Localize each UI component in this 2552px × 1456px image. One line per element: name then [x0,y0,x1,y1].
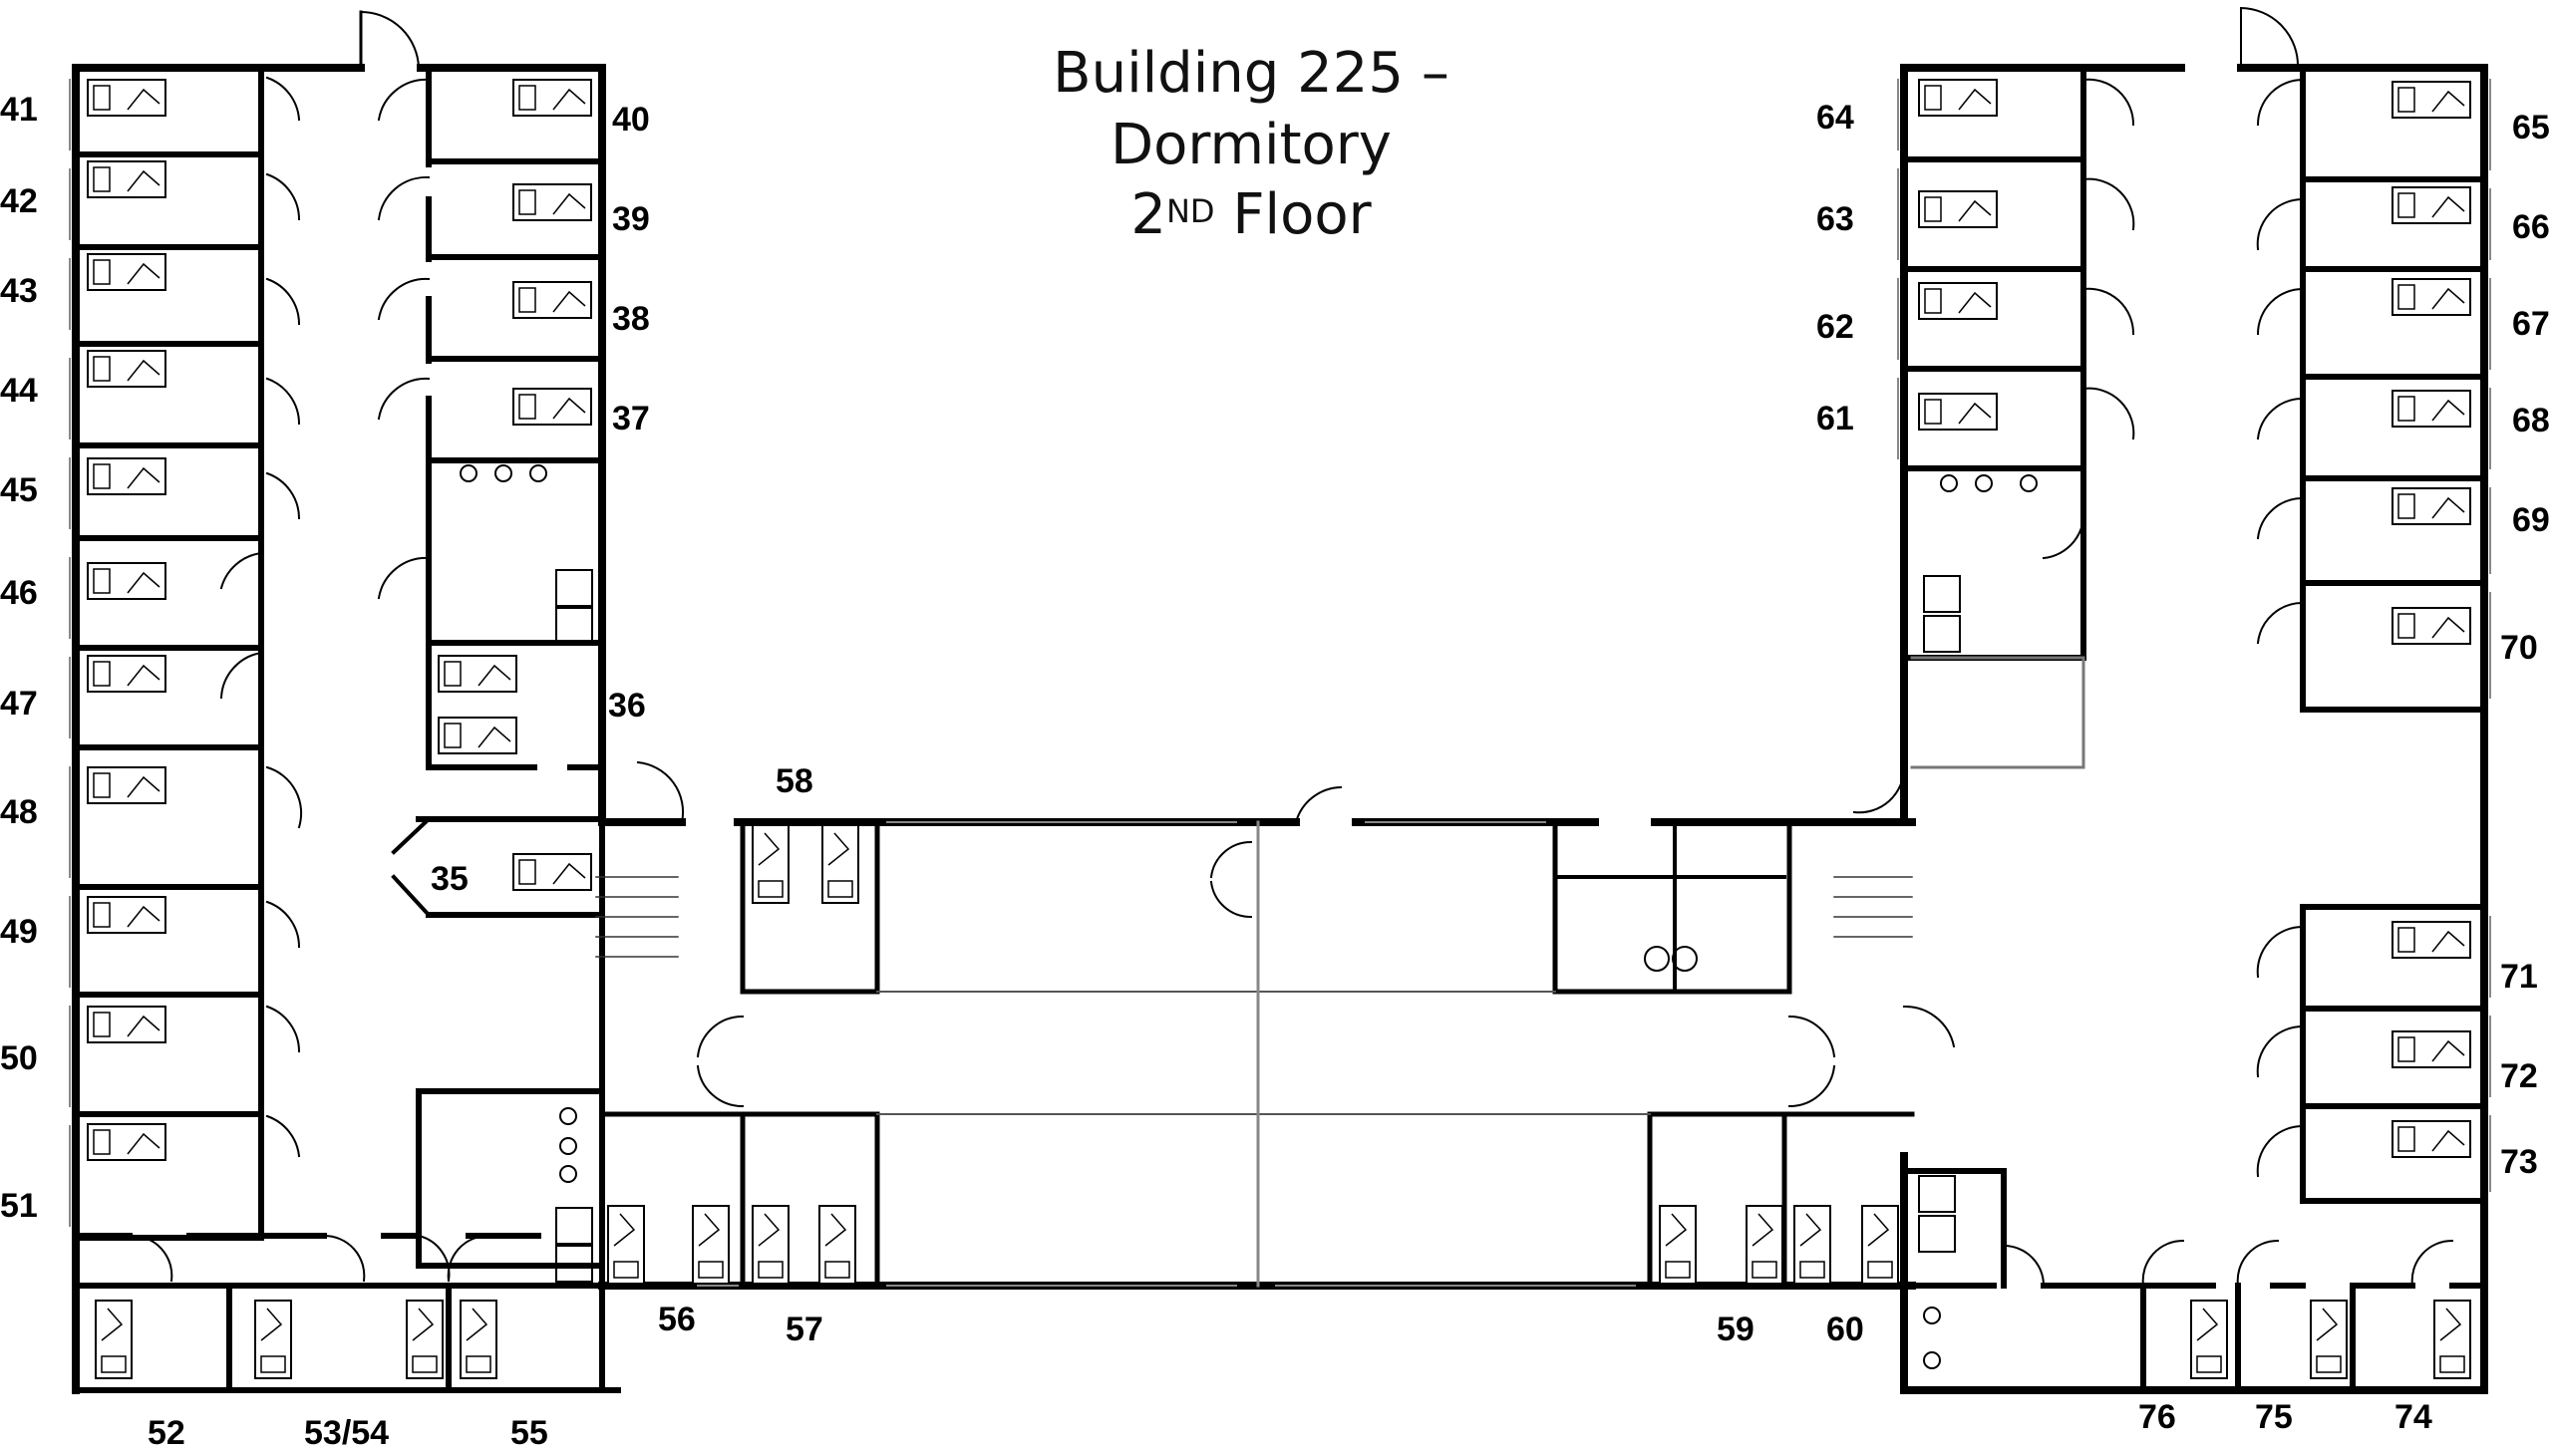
beds [87,79,2471,1379]
room-label-75: 75 [2255,1398,2293,1436]
room-label-55: 55 [510,1414,548,1452]
room-label-49: 49 [0,913,38,951]
room-label-60: 60 [1826,1310,1864,1348]
room-label-46: 46 [0,574,38,612]
room-label-41: 41 [0,91,38,129]
room-label-59: 59 [1717,1310,1754,1348]
room-label-72: 72 [2500,1057,2538,1095]
room-label-51: 51 [0,1187,38,1225]
room-label-70: 70 [2500,629,2538,667]
room-label-38: 38 [612,300,650,338]
room-label-71: 71 [2500,958,2538,996]
right-wing [1852,6,2491,1394]
room-label-45: 45 [0,471,38,509]
room-label-40: 40 [612,101,650,139]
title-floor-word: Floor [1214,182,1372,247]
room-label-69: 69 [2512,501,2550,539]
room-label-53-54: 53/54 [304,1414,390,1452]
room-label-66: 66 [2512,208,2550,246]
room-label-42: 42 [0,182,38,220]
room-label-76: 76 [2138,1398,2176,1436]
title-floor-suffix: ND [1165,192,1215,230]
room-label-62: 62 [1816,308,1854,346]
room-label-73: 73 [2500,1143,2538,1181]
center-block [595,760,1916,1290]
room-label-52: 52 [148,1414,185,1452]
room-label-61: 61 [1816,400,1854,437]
room-label-43: 43 [0,272,38,310]
room-label-65: 65 [2512,109,2550,146]
room-label-67: 67 [2512,305,2550,343]
title-line-1: Building 225 – [1053,41,1449,106]
room-label-56: 56 [658,1301,696,1338]
room-label-74: 74 [2394,1398,2432,1436]
room-label-47: 47 [0,685,38,723]
title-floor-number: 2 [1130,182,1166,247]
room-label-57: 57 [786,1310,823,1348]
title-line-3: 2ND Floor [997,179,1505,251]
room-label-44: 44 [0,372,38,410]
room-label-50: 50 [0,1039,38,1077]
plumbing-fixtures [460,464,2038,1369]
room-label-35: 35 [431,860,469,898]
room-label-68: 68 [2512,402,2550,439]
room-label-37: 37 [612,400,650,437]
room-label-48: 48 [0,793,38,831]
room-label-36: 36 [608,687,646,725]
room-label-64: 64 [1816,99,1854,137]
room-label-63: 63 [1816,200,1854,238]
left-wing [69,10,621,1394]
title-line-2: Dormitory [1111,113,1392,177]
room-label-58: 58 [776,762,813,800]
room-label-39: 39 [612,200,650,238]
